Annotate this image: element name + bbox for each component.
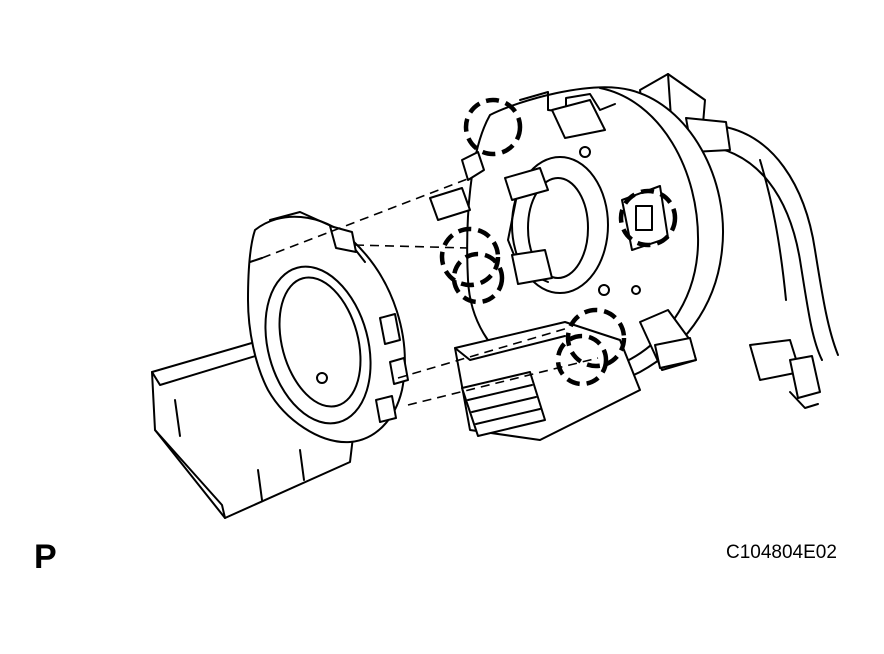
assembly-guide-lines: [261, 177, 599, 406]
callout-claw-left: [439, 226, 501, 288]
claw-callouts: [439, 97, 678, 387]
callout-claw-top: [463, 97, 523, 157]
callout-claw-left-lower: [451, 251, 505, 305]
spiral-cable-assembly: [429, 73, 839, 441]
view-label: P: [34, 538, 57, 576]
steering-sensor: [151, 211, 409, 519]
callout-claw-bottom-lower: [555, 333, 609, 387]
callout-claw-right: [618, 188, 678, 248]
figure-code: C104804E02: [726, 542, 837, 563]
callout-claw-bottom: [565, 307, 627, 369]
